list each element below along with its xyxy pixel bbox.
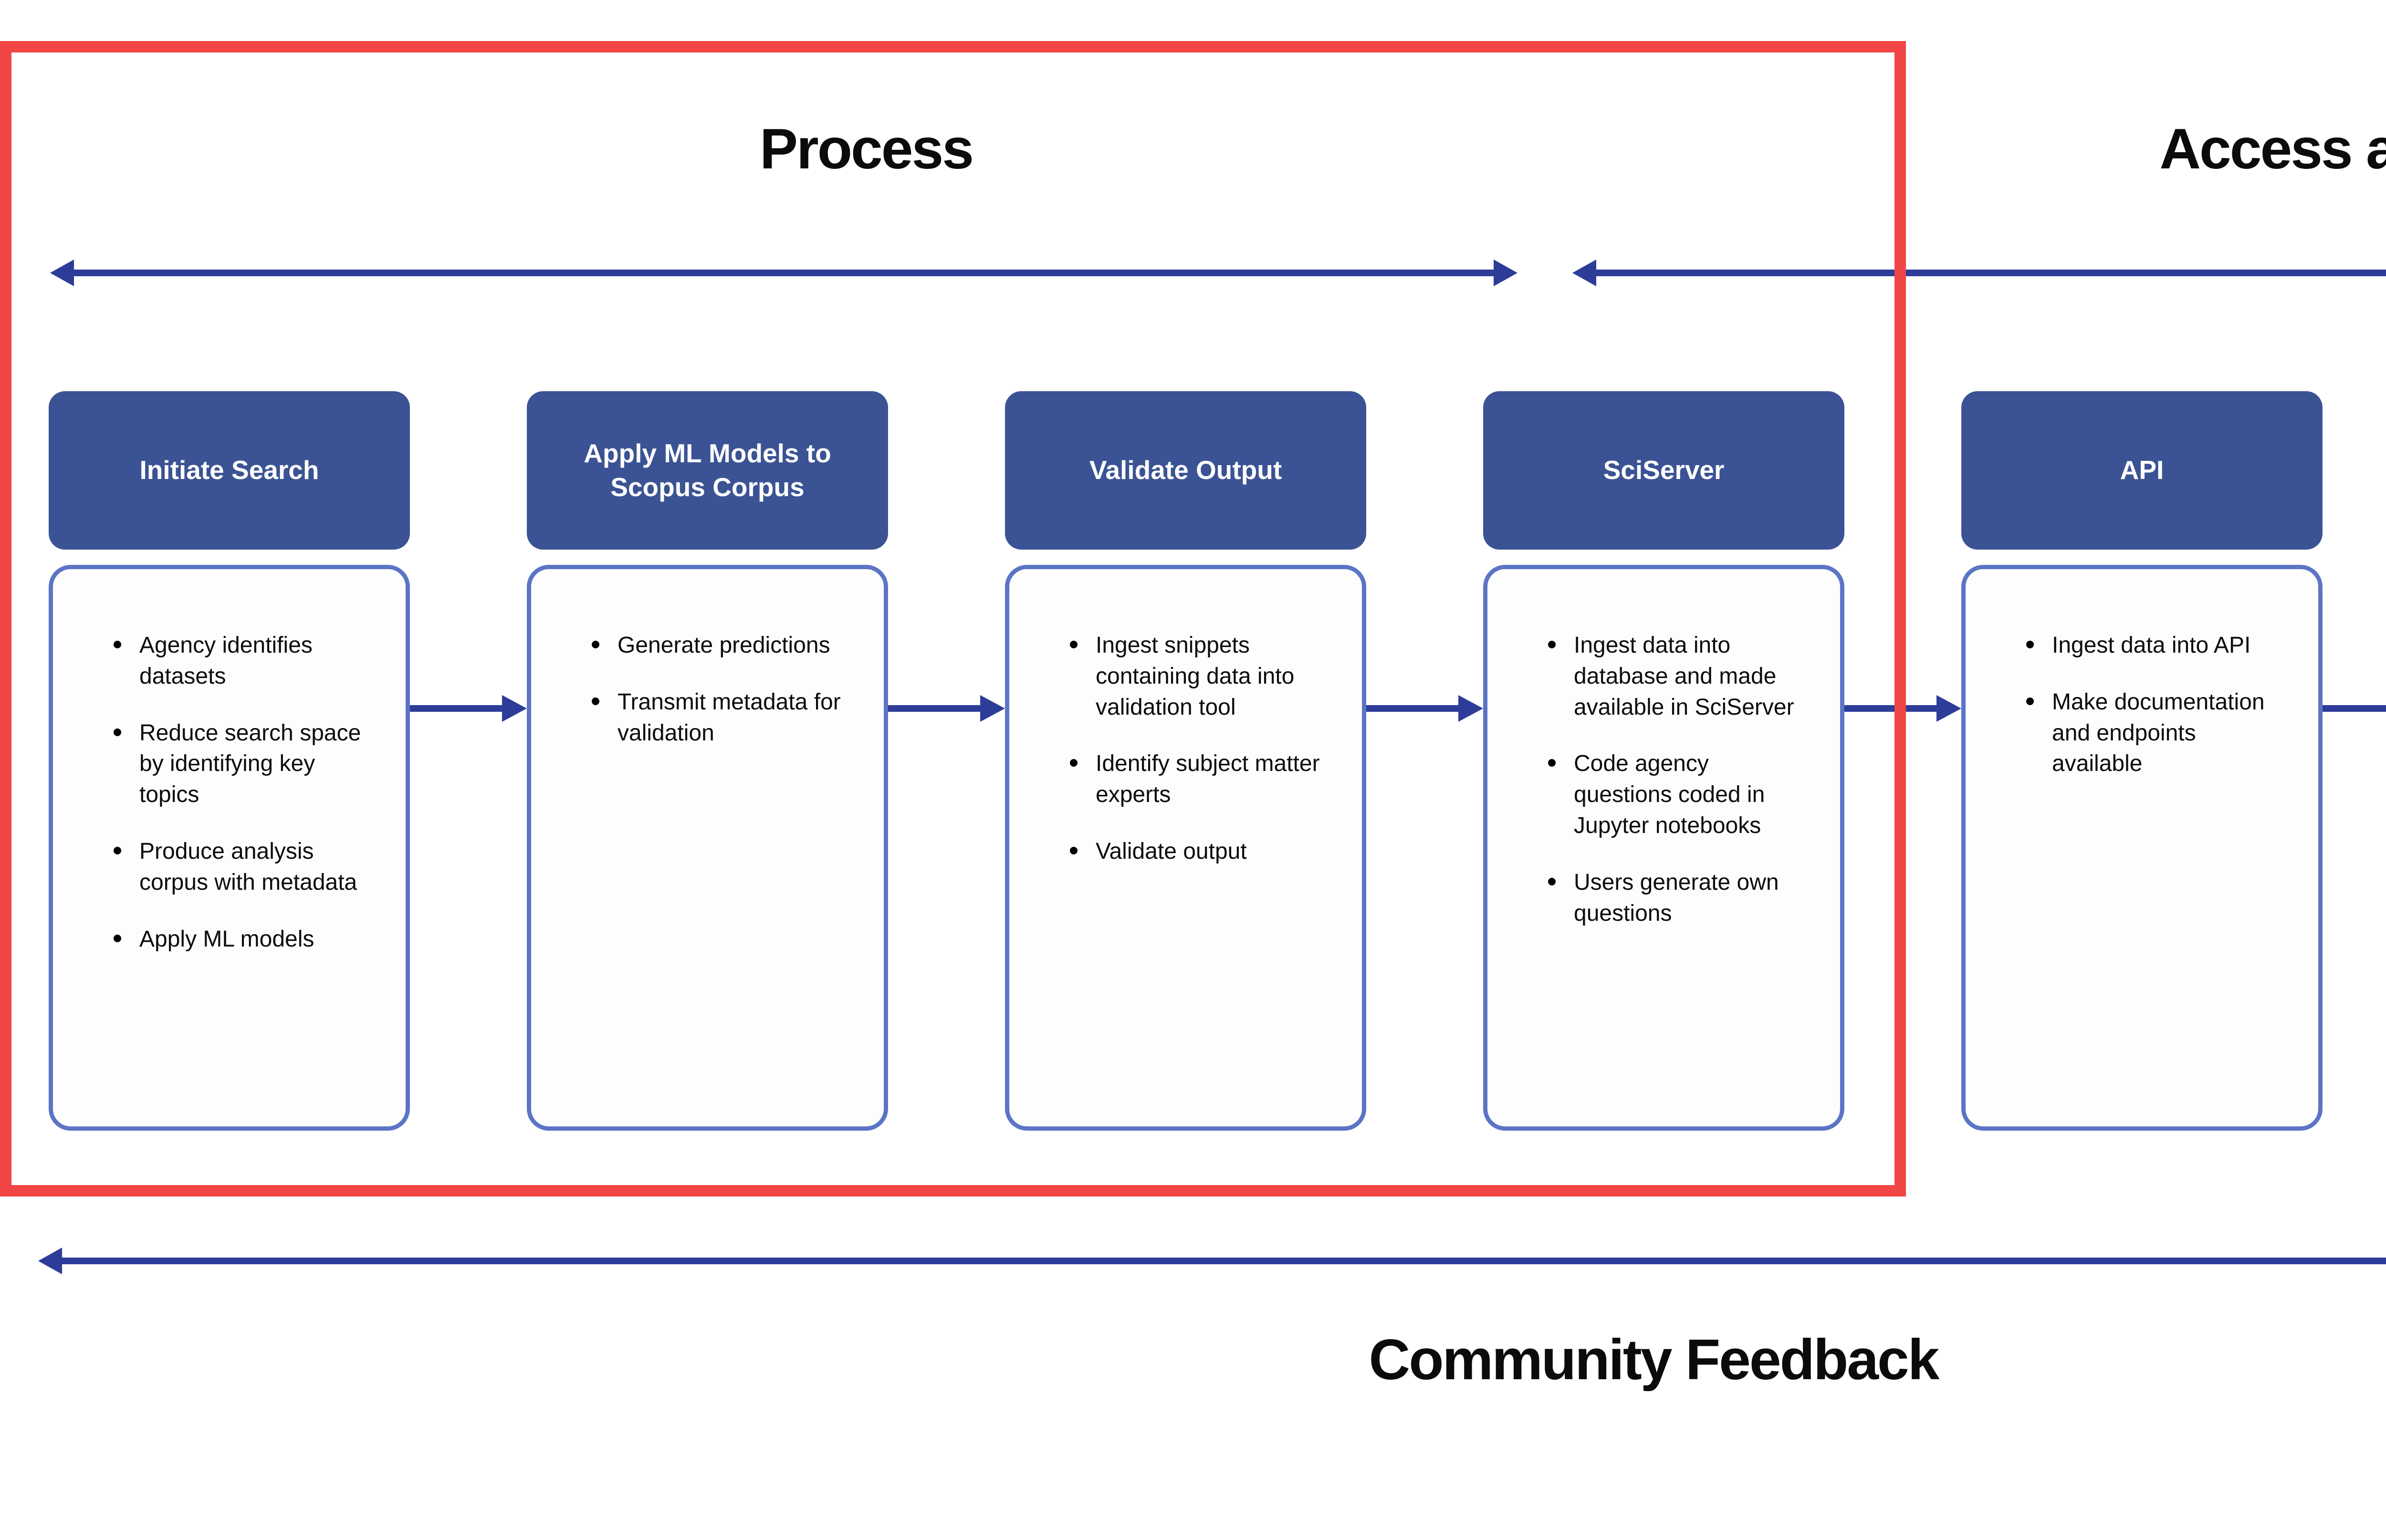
flow-arrow: [2323, 705, 2386, 712]
flow-arrow: [1844, 695, 1961, 722]
column-header-line: Apply ML Models to: [584, 438, 831, 468]
column-header-line: SciServer: [1603, 455, 1725, 485]
process-span-arrow: [50, 260, 1517, 286]
bullet-item: Produce analysis corpus with metadata: [114, 836, 373, 898]
bullet-list: Ingest data into database and made avail…: [1487, 569, 1840, 929]
bullet-item: Generate predictions: [592, 630, 851, 661]
column-header: SciServer: [1483, 391, 1844, 550]
bullet-item: Make documentation and endpoints availab…: [2026, 687, 2286, 780]
process-highlight-frame: [0, 41, 1906, 1197]
column-body: Generate predictions Transmit metadata f…: [527, 565, 888, 1131]
bullet-item: Ingest data into database and made avail…: [1548, 630, 1808, 723]
community-feedback-label: Community Feedback: [1369, 1328, 1940, 1392]
bullet-list: Ingest data into API Make documentation …: [1966, 569, 2318, 780]
column-header: Apply ML Models to Scopus Corpus: [527, 391, 888, 550]
bullet-item: Transmit metadata for validation: [592, 687, 851, 749]
bullet-item: Ingest snippets containing data into val…: [1070, 630, 1329, 723]
access-span-arrow: [1572, 260, 2386, 286]
bullet-item: Reduce search space by identifying key t…: [114, 718, 373, 811]
flow-arrow: [1366, 695, 1483, 722]
bullet-item: Identify subject matter experts: [1070, 749, 1329, 811]
bullet-item: Validate output: [1070, 836, 1329, 867]
column-apply-ml-models: Apply ML Models to Scopus Corpus Generat…: [527, 391, 888, 1131]
bullet-item: Ingest data into API: [2026, 630, 2286, 661]
section-title-access-disseminate: Access and Disseminate: [2159, 117, 2386, 181]
column-header: API: [1961, 391, 2323, 550]
bullet-list: Ingest snippets containing data into val…: [1009, 569, 1362, 867]
bullet-item: Code agency questions coded in Jupyter n…: [1548, 749, 1808, 841]
column-header-line: Initiate Search: [139, 455, 319, 485]
community-feedback-span-arrow: [38, 1248, 2386, 1274]
column-header-line: Scopus Corpus: [610, 472, 805, 502]
bullet-list: Agency identifies datasets Reduce search…: [53, 569, 406, 955]
column-body: Ingest data into API Make documentation …: [1961, 565, 2323, 1131]
column-header: Validate Output: [1005, 391, 1366, 550]
column-api: API Ingest data into API Make documentat…: [1961, 391, 2323, 1131]
column-header-line: API: [2120, 455, 2164, 485]
column-body: Ingest snippets containing data into val…: [1005, 565, 1366, 1131]
bullet-list: Generate predictions Transmit metadata f…: [531, 569, 884, 749]
bullet-item: Apply ML models: [114, 924, 373, 955]
bullet-item: Users generate own questions: [1548, 867, 1808, 929]
flow-arrow: [888, 695, 1005, 722]
column-body: Ingest data into database and made avail…: [1483, 565, 1844, 1131]
flow-arrow: [410, 695, 527, 722]
bullet-item: Agency identifies datasets: [114, 630, 373, 692]
column-initiate-search: Initiate Search Agency identifies datase…: [49, 391, 410, 1131]
column-header: Initiate Search: [49, 391, 410, 550]
section-title-process: Process: [760, 117, 974, 181]
column-sciserver: SciServer Ingest data into database and …: [1483, 391, 1844, 1131]
column-validate-output: Validate Output Ingest snippets containi…: [1005, 391, 1366, 1131]
column-body: Agency identifies datasets Reduce search…: [49, 565, 410, 1131]
column-header-line: Validate Output: [1089, 455, 1282, 485]
